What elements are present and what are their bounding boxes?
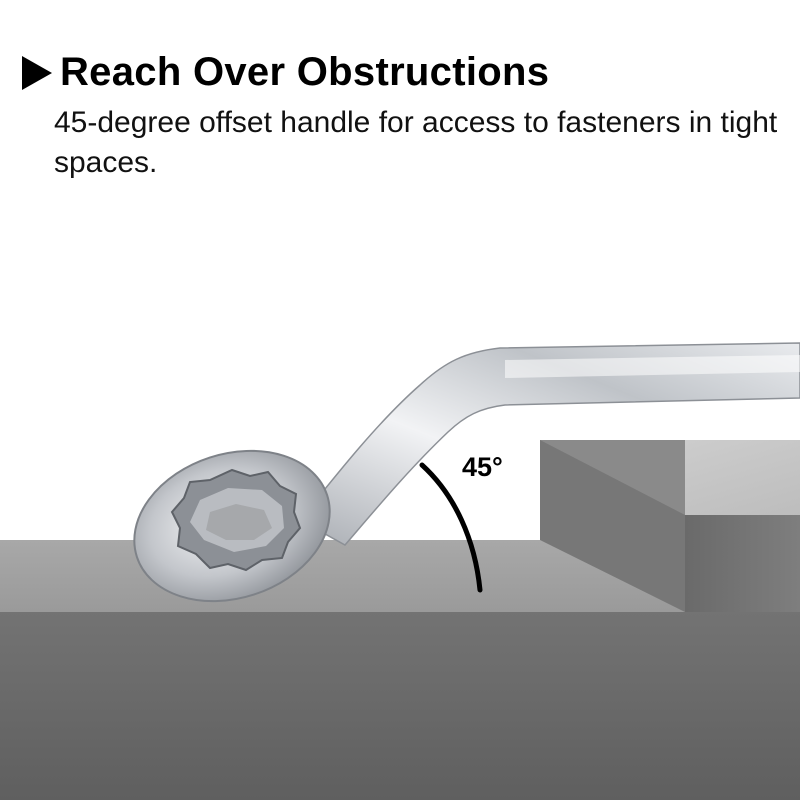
angle-arc (419, 462, 483, 593)
title-row: Reach Over Obstructions (22, 50, 549, 95)
angle-label: 45° (462, 452, 503, 482)
wrench-handle (298, 342, 800, 546)
visible-surface-through-opening (206, 504, 272, 540)
obstruction-bevel (540, 440, 685, 612)
page-title: Reach Over Obstructions (60, 50, 550, 94)
obstruction-side (685, 515, 800, 612)
handle-highlight (505, 355, 800, 378)
header: Reach Over Obstructions 45-degree offset… (0, 0, 800, 200)
description: 45-degree offset handle for access to fa… (54, 106, 778, 179)
triangle-right-icon (22, 55, 52, 90)
surface-front (0, 612, 800, 800)
